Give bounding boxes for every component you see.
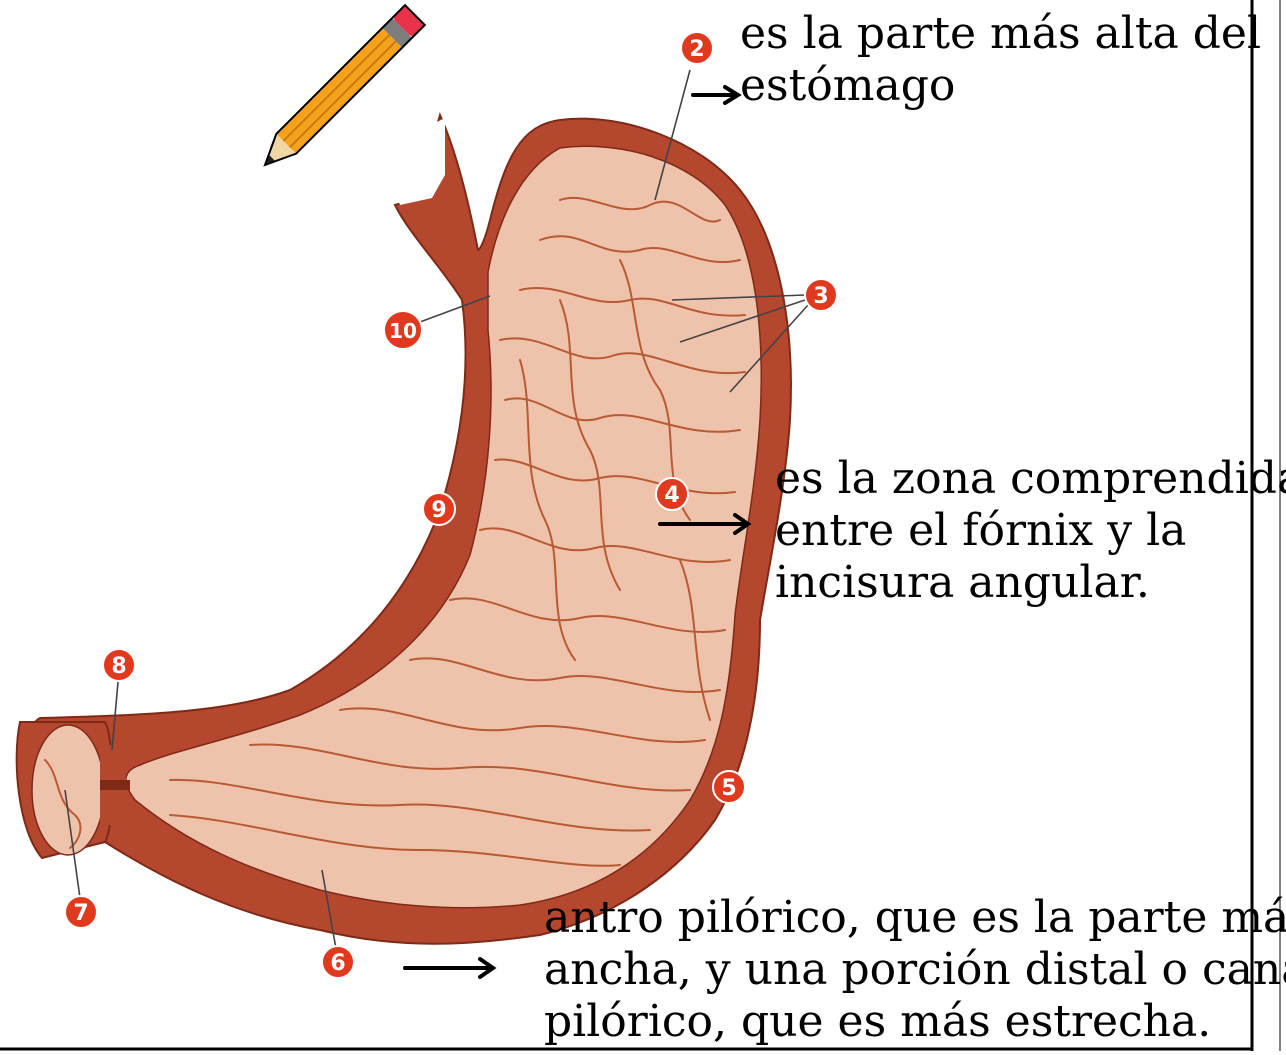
pencil-stripe (283, 35, 389, 141)
marker-number: 5 (721, 776, 736, 801)
caption-antrum-line3: pilórico, que es más estrecha. (544, 996, 1286, 1048)
marker-4: 4 (656, 478, 688, 510)
marker-number: 9 (431, 498, 446, 523)
right-arrow-icon (405, 959, 493, 977)
caption-fundus: es la parte más alta del estómago (740, 8, 1261, 112)
marker-9: 9 (423, 493, 455, 525)
caption-body: es la zona comprendida entre el fórnix y… (775, 453, 1286, 609)
marker-number: 3 (813, 284, 828, 309)
caption-body-line2: entre el fórnix y la (775, 505, 1286, 557)
pencil-body (276, 28, 402, 154)
pencil-stripe (290, 41, 396, 147)
caption-fundus-line2: estómago (740, 60, 1261, 112)
marker-number: 10 (389, 319, 417, 343)
marker-number: 6 (330, 951, 345, 976)
marker-10: 10 (384, 311, 422, 349)
marker-7: 7 (65, 896, 97, 928)
caption-antrum-line2: ancha, y una porción distal o canal (544, 944, 1286, 996)
pyloric-canal (100, 780, 130, 790)
caption-antrum-line1: antro pilórico, que es la parte más (544, 892, 1286, 944)
marker-number: 7 (73, 901, 88, 926)
duodenum-lumen (32, 725, 104, 855)
caption-body-line1: es la zona comprendida (775, 453, 1286, 505)
marker-number: 2 (689, 37, 704, 62)
marker-5: 5 (713, 771, 745, 803)
caption-antrum: antro pilórico, que es la parte más anch… (544, 892, 1286, 1048)
marker-number: 8 (111, 654, 126, 679)
marker-8: 8 (103, 649, 135, 681)
esophagus-cut (380, 118, 445, 205)
marker-number: 4 (664, 483, 679, 508)
right-arrow-icon (693, 87, 738, 103)
caption-fundus-line1: es la parte más alta del (740, 8, 1261, 60)
marker-6: 6 (322, 946, 354, 978)
marker-2: 2 (681, 32, 713, 64)
caption-body-line3: incisura angular. (775, 557, 1286, 609)
marker-3: 3 (805, 279, 837, 311)
